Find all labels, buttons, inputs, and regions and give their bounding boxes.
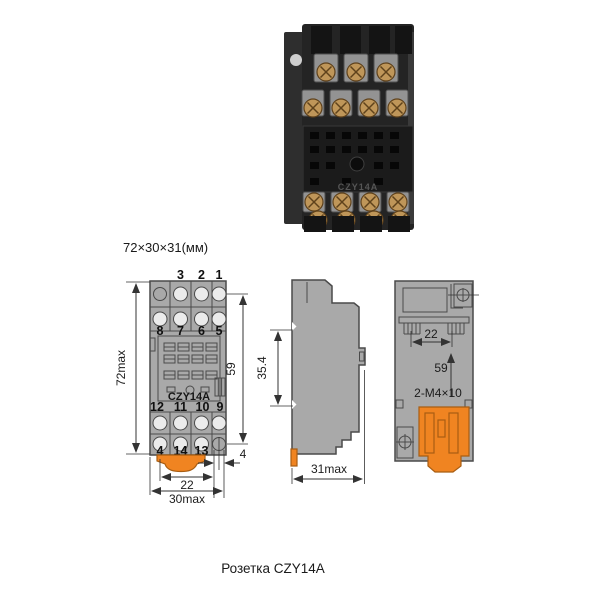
svg-text:22: 22 bbox=[424, 327, 438, 341]
rear-rail-latch bbox=[418, 406, 470, 473]
svg-text:59: 59 bbox=[434, 361, 448, 375]
rear-recess bbox=[402, 287, 448, 313]
svg-text:35.4: 35.4 bbox=[255, 356, 269, 380]
photo-center-hole bbox=[349, 156, 365, 172]
svg-text:31max: 31max bbox=[311, 462, 347, 476]
dim-35-4: 35.4 bbox=[255, 329, 293, 407]
overall-dimensions-note: 72×30×31(мм) bbox=[123, 240, 208, 255]
dim-30max: 30max bbox=[149, 457, 223, 506]
svg-text:22: 22 bbox=[180, 478, 194, 492]
svg-text:59: 59 bbox=[224, 362, 238, 376]
photo-embossed-model: CZY14A bbox=[338, 182, 379, 192]
svg-text:4: 4 bbox=[240, 447, 247, 461]
svg-text:7: 7 bbox=[177, 324, 184, 338]
svg-text:30max: 30max bbox=[169, 492, 205, 506]
front-terminal-screws bbox=[152, 286, 227, 470]
front-center-hole bbox=[185, 385, 195, 395]
svg-text:4: 4 bbox=[157, 444, 164, 458]
dim-59-front: 59 bbox=[224, 295, 248, 445]
photo-socket-panel: CZY14A bbox=[302, 125, 414, 193]
svg-text:3: 3 bbox=[177, 268, 184, 282]
rear-view: 22 59 2-M4×10 bbox=[394, 280, 479, 473]
svg-text:6: 6 bbox=[198, 324, 205, 338]
svg-text:9: 9 bbox=[217, 400, 224, 414]
rear-terminal-band bbox=[398, 316, 470, 324]
svg-text:10: 10 bbox=[196, 400, 210, 414]
dim-59-rear: 59 bbox=[434, 353, 455, 397]
side-din-clip bbox=[359, 351, 365, 362]
dim-72max: 72max bbox=[114, 281, 150, 455]
dim-22-rear: 22 bbox=[410, 327, 453, 347]
photo-mounting-hole bbox=[290, 54, 302, 66]
svg-text:2: 2 bbox=[198, 268, 205, 282]
front-rail-clip bbox=[156, 454, 206, 473]
front-model-label: CZY14A bbox=[168, 391, 210, 403]
product-photo: CZY14A bbox=[284, 24, 414, 232]
rear-screw-spec: 2-M4×10 bbox=[414, 386, 462, 400]
svg-text:8: 8 bbox=[157, 324, 164, 338]
caption: Розетка CZY14A bbox=[221, 561, 325, 576]
dim-31max: 31max bbox=[291, 370, 365, 484]
svg-text:72max: 72max bbox=[114, 350, 128, 386]
side-rail-clip-tab bbox=[290, 448, 298, 467]
rear-screw-housing-bottom bbox=[396, 426, 414, 459]
svg-text:12: 12 bbox=[150, 400, 164, 414]
rear-screw-housing-top bbox=[453, 283, 473, 308]
svg-text:11: 11 bbox=[174, 400, 187, 414]
photo-terminal-row-1 bbox=[313, 53, 399, 83]
front-view: CZY14A 3 2 1 8 7 6 5 12 11 10 9 4 14 13 bbox=[114, 268, 248, 506]
svg-text:1: 1 bbox=[216, 268, 223, 282]
side-body bbox=[291, 279, 366, 455]
photo-terminal-row-3 bbox=[302, 191, 410, 213]
photo-terminal-row-2 bbox=[301, 89, 409, 118]
photo-terminal-row-4 bbox=[304, 210, 410, 232]
front-socket-panel bbox=[157, 335, 221, 402]
front-mounting-hole-top bbox=[153, 287, 167, 301]
svg-text:5: 5 bbox=[216, 324, 223, 338]
side-view: 35.4 31max bbox=[255, 279, 366, 484]
photo-top-fins bbox=[311, 26, 412, 54]
